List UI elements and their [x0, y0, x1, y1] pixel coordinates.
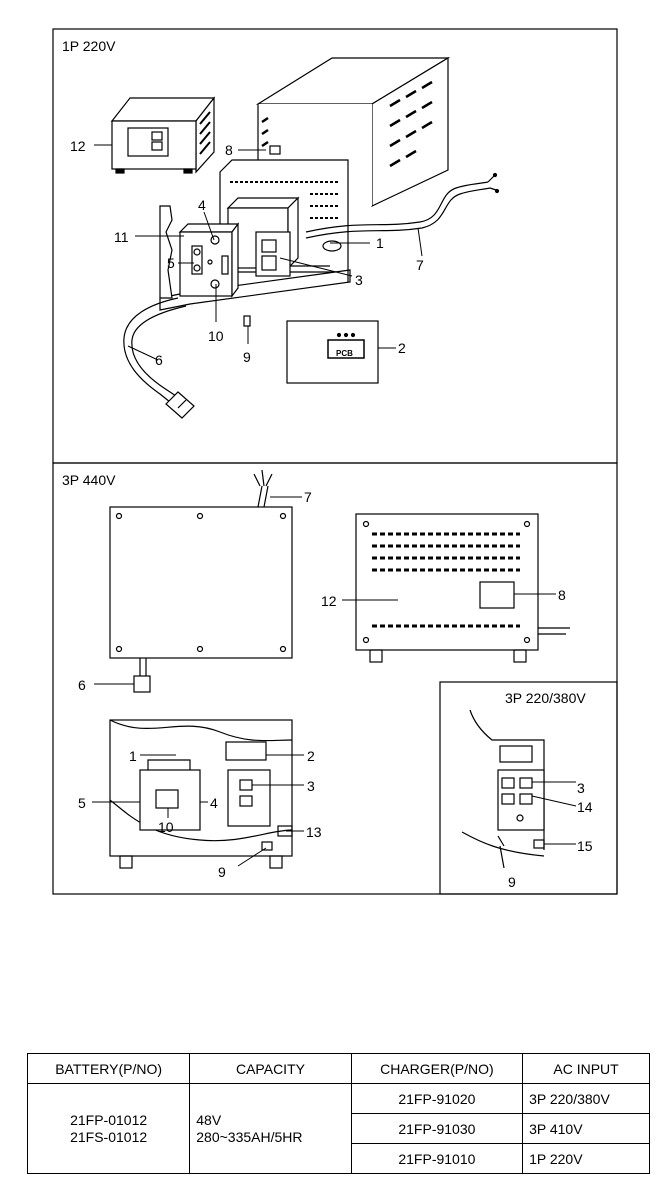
callout-1-b: 1: [129, 748, 137, 764]
callout-9: 9: [243, 349, 251, 365]
section-label-3p-220-380v: 3P 220/380V: [505, 690, 586, 706]
callout-2: 2: [398, 340, 406, 356]
callout-12: 12: [70, 138, 86, 154]
ac-input-cell: 3P 220/380V: [522, 1083, 650, 1114]
battery-part-1: 21FP-01012: [70, 1111, 148, 1128]
charger-1p-exploded-view: [110, 56, 500, 419]
callout-1: 1: [376, 235, 384, 251]
callout-11: 11: [114, 229, 129, 245]
spec-table-header: BATTERY(P/NO) CAPACITY CHARGER(P/NO) AC …: [26, 1053, 650, 1084]
charger-3p440-views: [109, 469, 570, 869]
control-module: [255, 231, 342, 277]
charger-cell: 21FP-91020: [350, 1083, 524, 1114]
pcb-label: PCB: [336, 349, 353, 358]
ac-input-cable: [305, 172, 500, 239]
callout-2-b: 2: [307, 748, 315, 764]
header-capacity: CAPACITY: [189, 1053, 352, 1084]
callout-6: 6: [155, 352, 163, 368]
callout-leaders-1p: [94, 144, 423, 361]
complete-charger-small: [110, 96, 216, 174]
rectifier-assembly: [178, 222, 240, 298]
header-battery: BATTERY(P/NO): [26, 1053, 191, 1084]
callout-7: 7: [416, 257, 424, 273]
callout-3: 3: [355, 272, 363, 288]
callout-9-b: 9: [218, 864, 226, 880]
callout-5-b: 5: [78, 795, 86, 811]
diagram-frames: [52, 28, 618, 895]
callout-3-b: 3: [307, 778, 315, 794]
charger-cell: 21FP-91010: [350, 1143, 524, 1174]
callout-13: 13: [306, 824, 322, 840]
capacity-cell: 48V 280~335AH/5HR: [189, 1083, 352, 1174]
callout-leaders-3p220-380: [531, 781, 577, 845]
battery-cell: 21FP-01012 21FS-01012: [26, 1083, 191, 1174]
section-label-3p-440v: 3P 440V: [62, 472, 116, 488]
table-row: 21FP-91010 1P 220V: [28, 1143, 650, 1174]
pcb-inset: [286, 320, 379, 384]
callout-6-b: 6: [78, 677, 86, 693]
spec-table: BATTERY(P/NO) CAPACITY CHARGER(P/NO) AC …: [26, 1053, 650, 1174]
ac-input-cell: 1P 220V: [522, 1143, 650, 1174]
section-label-1p-220v: 1P 220V: [62, 38, 116, 54]
battery-part-2: 21FS-01012: [70, 1128, 148, 1145]
callout-8-b: 8: [558, 587, 566, 603]
callout-10: 10: [208, 328, 224, 344]
table-row: 21FP-01012 21FS-01012 48V 280~335AH/5HR …: [26, 1083, 650, 1174]
table-row: 21FP-91030 3P 410V: [28, 1113, 650, 1144]
capacity-voltage: 48V: [196, 1111, 222, 1128]
dc-output-cable: [123, 297, 195, 419]
callout-9-c: 9: [508, 874, 516, 890]
ac-input-cell: 3P 410V: [522, 1113, 650, 1144]
header-charger: CHARGER(P/NO): [350, 1053, 524, 1084]
charger-cell: 21FP-91030: [350, 1113, 524, 1144]
callout-7-b: 7: [304, 489, 312, 505]
header-ac-input: AC INPUT: [522, 1053, 650, 1084]
callout-14: 14: [577, 799, 593, 815]
charger-3p220-380-view: [461, 709, 545, 869]
capacity-ah: 280~335AH/5HR: [196, 1128, 303, 1145]
callout-3-c: 3: [577, 780, 585, 796]
chassis-base: [159, 205, 351, 311]
callout-leaders-3p440: [92, 496, 556, 867]
callout-5: 5: [167, 255, 175, 271]
callout-8: 8: [225, 142, 233, 158]
callout-15: 15: [577, 838, 593, 854]
callout-4: 4: [198, 197, 206, 213]
callout-10-b: 10: [158, 819, 174, 835]
callout-12-b: 12: [321, 593, 337, 609]
callout-4-b: 4: [210, 795, 218, 811]
